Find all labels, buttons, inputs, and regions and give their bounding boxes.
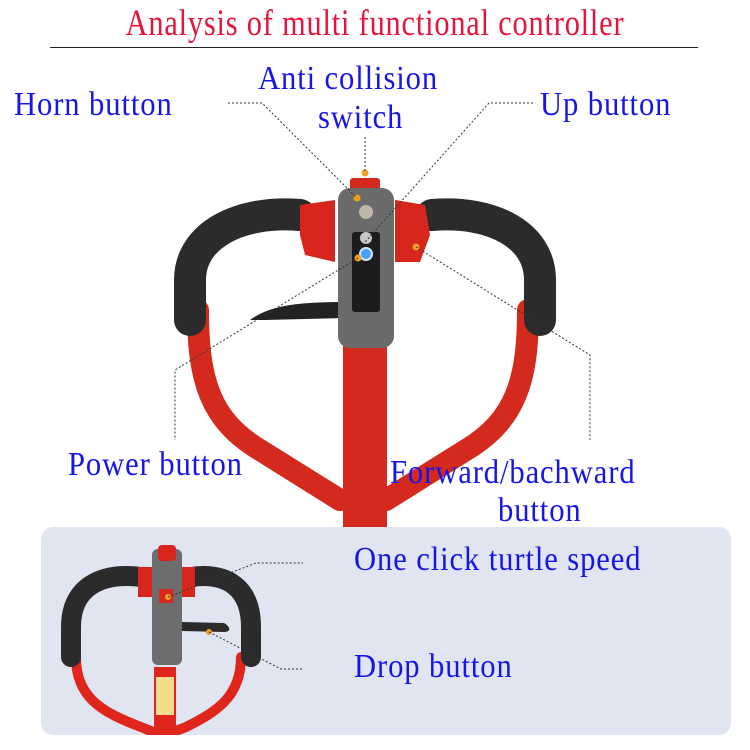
label-turtle-speed: One click turtle speed xyxy=(354,541,642,578)
label-anti-collision-line1: Anti collision xyxy=(258,60,439,97)
label-horn-button: Horn button xyxy=(14,86,173,123)
rear-controller-illustration xyxy=(61,545,303,740)
turtle-drop-panel xyxy=(41,527,731,740)
right-knob xyxy=(395,200,430,262)
center-shaft xyxy=(343,330,387,530)
label-drop-button: Drop button xyxy=(354,648,513,685)
handle-frame xyxy=(187,299,539,511)
label-forward-backward-line2: button xyxy=(498,492,582,529)
label-up-button: Up button xyxy=(540,86,672,123)
left-knob xyxy=(300,200,335,262)
title-divider xyxy=(50,47,698,48)
page-title: Analysis of multi functional controller xyxy=(125,3,625,44)
callout-markers xyxy=(353,169,420,262)
right-grip xyxy=(416,198,556,336)
drop-lever xyxy=(250,302,345,320)
label-anti-collision-line2: switch xyxy=(318,99,404,136)
label-forward-backward-line1: Forward/bachward xyxy=(390,454,636,491)
callout-lines xyxy=(174,102,591,440)
left-grip xyxy=(174,198,316,336)
label-power-button: Power button xyxy=(68,446,243,483)
